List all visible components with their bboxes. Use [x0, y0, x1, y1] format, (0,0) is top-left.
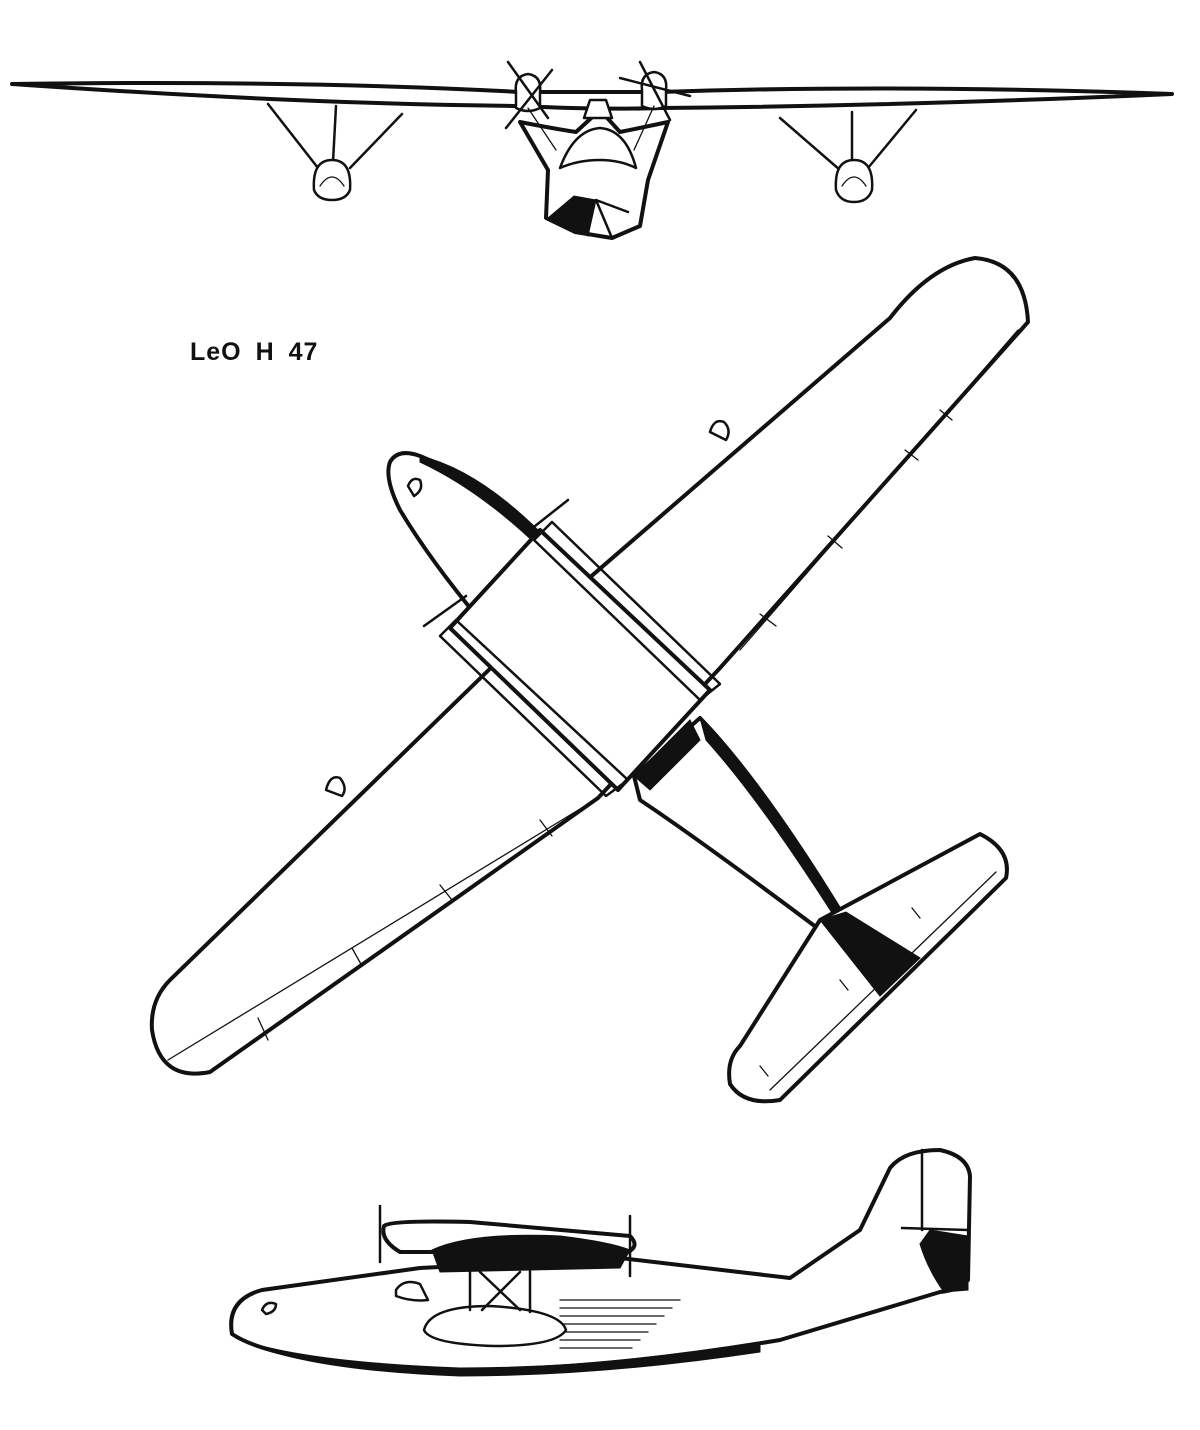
aircraft-title: LeO H 47 — [190, 338, 319, 366]
front-right-float — [834, 158, 874, 204]
side-sponson — [422, 1304, 568, 1348]
plan-cockpit — [406, 477, 423, 498]
side-hull-hatching — [559, 1299, 681, 1349]
plan-left-propeller — [422, 594, 468, 628]
front-wing — [10, 81, 1174, 111]
front-right-propeller — [618, 60, 692, 122]
front-left-float — [312, 158, 352, 202]
front-hull — [518, 108, 670, 240]
plan-left-float — [324, 776, 346, 798]
side-cockpit — [394, 1280, 430, 1302]
plan-right-propeller — [528, 498, 570, 532]
side-view — [229, 1148, 972, 1377]
front-right-float-struts — [778, 108, 918, 172]
front-left-propeller — [504, 60, 554, 130]
plan-view — [149, 256, 1030, 1104]
plan-center-section — [448, 528, 712, 792]
front-view — [10, 60, 1174, 240]
front-left-float-struts — [266, 102, 404, 170]
plan-right-float — [708, 419, 730, 442]
